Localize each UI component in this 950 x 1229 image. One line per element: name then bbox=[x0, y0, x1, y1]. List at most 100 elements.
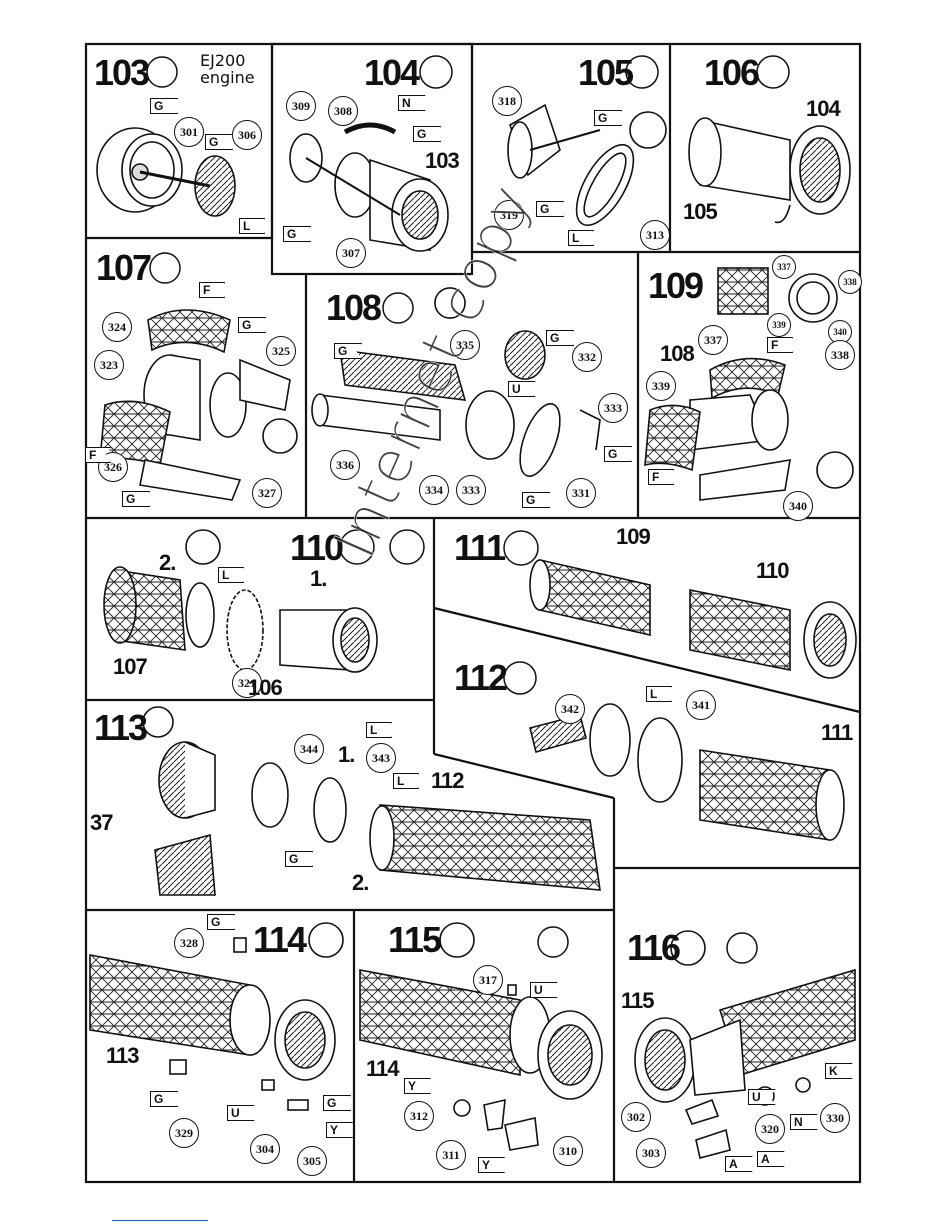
step-104: 104 bbox=[364, 52, 420, 93]
assy-108: 108 bbox=[660, 341, 695, 366]
step-108: 108 bbox=[326, 287, 382, 328]
part-303: 303 bbox=[636, 1138, 666, 1168]
part-338-detail: 338 bbox=[838, 270, 862, 294]
part-306: 306 bbox=[232, 120, 262, 150]
paint-flag-g: G bbox=[536, 201, 565, 217]
fig-103 bbox=[96, 127, 236, 217]
part-311: 311 bbox=[436, 1140, 466, 1170]
part-329: 329 bbox=[169, 1118, 199, 1148]
engine-title: EJ200 bbox=[200, 51, 246, 70]
part-305: 305 bbox=[297, 1146, 327, 1176]
step-115: 115 bbox=[388, 919, 442, 960]
fig-104 bbox=[289, 122, 449, 252]
part-301: 301 bbox=[174, 117, 204, 147]
step-105: 105 bbox=[578, 52, 634, 93]
part-339: 339 bbox=[646, 371, 676, 401]
paint-flag-g: G bbox=[150, 98, 179, 114]
assy-106: 106 bbox=[248, 675, 283, 700]
part-302: 302 bbox=[621, 1102, 651, 1132]
part-333-b: 333 bbox=[456, 475, 486, 505]
step-106: 106 bbox=[704, 52, 760, 93]
part-334: 334 bbox=[419, 475, 449, 505]
part-337-detail: 337 bbox=[772, 255, 796, 279]
part-325: 325 bbox=[266, 336, 296, 366]
paint-flag-l: L bbox=[218, 567, 245, 583]
fig-114 bbox=[89, 922, 344, 1111]
paint-flag-y: Y bbox=[478, 1157, 506, 1173]
paint-flag-y: Y bbox=[326, 1122, 354, 1138]
assy-114: 114 bbox=[366, 1056, 399, 1081]
part-321: 321 bbox=[232, 668, 262, 698]
part-323: 323 bbox=[94, 350, 124, 380]
step-note-2: 2. bbox=[159, 550, 176, 575]
part-313: 313 bbox=[640, 220, 670, 250]
fig-111 bbox=[529, 558, 857, 679]
part-327: 327 bbox=[252, 478, 282, 508]
assy-109: 109 bbox=[616, 524, 651, 549]
glue-icons bbox=[146, 55, 790, 695]
part-340: 340 bbox=[783, 491, 813, 521]
part-308: 308 bbox=[328, 96, 358, 126]
step-113: 113 bbox=[94, 707, 148, 748]
part-341: 341 bbox=[686, 690, 716, 720]
assy-107: 107 bbox=[113, 654, 148, 679]
ref-37: 37 bbox=[90, 810, 114, 835]
part-324: 324 bbox=[102, 312, 132, 342]
part-331: 331 bbox=[566, 478, 596, 508]
step-note-1: 1. bbox=[310, 566, 327, 591]
clock-icons bbox=[389, 287, 758, 964]
part-307: 307 bbox=[336, 238, 366, 268]
fig-109 bbox=[644, 267, 854, 501]
step-110: 110 bbox=[290, 527, 344, 568]
part-319: 319 bbox=[494, 200, 524, 230]
step-107: 107 bbox=[96, 247, 152, 288]
fig-105 bbox=[507, 103, 667, 227]
paint-flag-a: A bbox=[725, 1156, 753, 1172]
assy-113: 113 bbox=[106, 1043, 139, 1068]
part-304: 304 bbox=[250, 1134, 280, 1164]
fig-108 bbox=[311, 287, 601, 477]
fig-115 bbox=[359, 922, 603, 1151]
step-114: 114 bbox=[253, 919, 307, 960]
assy-112: 112 bbox=[431, 768, 464, 793]
part-333-a: 333 bbox=[598, 393, 628, 423]
paint-flag-y: Y bbox=[404, 1078, 432, 1094]
fig-116 bbox=[634, 930, 856, 1159]
part-342: 342 bbox=[555, 694, 585, 724]
part-339-detail: 339 bbox=[767, 313, 791, 337]
fig-110 bbox=[103, 529, 378, 673]
assy-105: 105 bbox=[683, 199, 718, 224]
step-103: 103 bbox=[94, 52, 150, 93]
paint-flag-u: U bbox=[530, 982, 558, 998]
part-310: 310 bbox=[553, 1136, 583, 1166]
paint-flag-l: L bbox=[646, 686, 673, 702]
part-317: 317 bbox=[473, 965, 503, 995]
fig-112 bbox=[529, 703, 845, 841]
paint-flag-g: G bbox=[522, 492, 551, 508]
assy-104: 104 bbox=[806, 96, 841, 121]
part-335: 335 bbox=[450, 330, 480, 360]
paint-flag-g: G bbox=[285, 851, 314, 867]
engine-subtitle: engine bbox=[200, 68, 255, 87]
part-336: 336 bbox=[330, 450, 360, 480]
part-337: 337 bbox=[698, 325, 728, 355]
part-343: 343 bbox=[366, 743, 396, 773]
step-note-2b: 2. bbox=[352, 870, 369, 895]
assy-111: 111 bbox=[821, 720, 853, 745]
fig-107 bbox=[99, 309, 298, 501]
part-309: 309 bbox=[286, 91, 316, 121]
part-328: 328 bbox=[174, 928, 204, 958]
part-338: 338 bbox=[825, 340, 855, 370]
assy-103: 103 bbox=[425, 148, 460, 173]
fig-113 bbox=[142, 706, 601, 896]
assy-110: 110 bbox=[756, 558, 789, 583]
fig-106 bbox=[688, 117, 851, 224]
step-112: 112 bbox=[454, 657, 508, 698]
part-344: 344 bbox=[294, 734, 324, 764]
step-111: 111 bbox=[454, 527, 506, 568]
part-318: 318 bbox=[492, 86, 522, 116]
step-note-1b: 1. bbox=[338, 742, 355, 767]
step-116: 116 bbox=[627, 927, 681, 968]
